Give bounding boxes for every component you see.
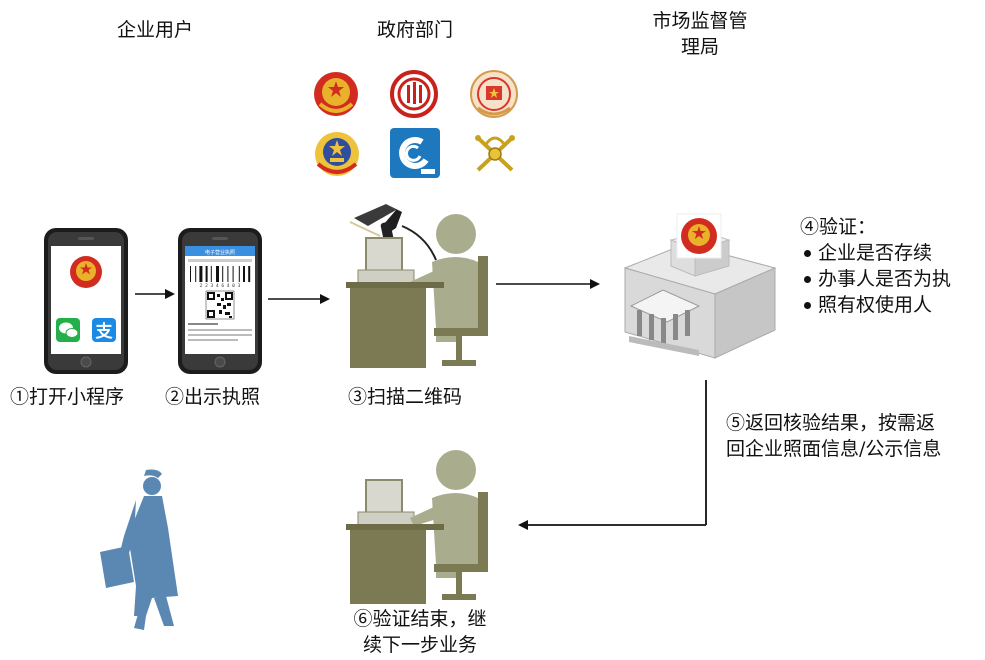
- verify-checklist: 企业是否存续 办事人是否为执 照有权使用人: [802, 240, 951, 318]
- monitor: [357, 479, 415, 527]
- wechat-icon: [56, 318, 80, 342]
- desk: [346, 282, 444, 368]
- code-digits: 2 2 3 4 6 4 0 3: [200, 283, 241, 289]
- arrow-right-icon: [496, 279, 600, 289]
- alipay-icon: 支: [92, 318, 116, 342]
- woman-figure-icon: [100, 469, 178, 630]
- government-header: 政府部门: [376, 19, 453, 41]
- emblem-icon: [70, 256, 102, 288]
- arrow-left-icon: [518, 380, 707, 530]
- verify-title: ④验证：: [800, 216, 877, 238]
- qr-code-icon: [205, 290, 235, 320]
- emblem-icon: [681, 218, 717, 254]
- chair: [434, 492, 488, 600]
- monitor: [357, 237, 415, 285]
- chair: [434, 256, 488, 366]
- desk: [346, 524, 444, 604]
- step5-label-line1: ⑤返回核验结果，按需返: [726, 412, 936, 434]
- workstation: [346, 450, 488, 604]
- party-emblem-icon: [470, 70, 518, 118]
- market-bureau-header-line1: 市场监督管: [652, 10, 748, 32]
- svg-text:支: 支: [96, 321, 114, 342]
- scanner-workstation: [346, 204, 488, 368]
- tax-bureau-icon: [390, 70, 438, 118]
- person: [410, 450, 484, 578]
- barcode-icon: [190, 266, 251, 282]
- arrow-right-icon: [135, 289, 175, 299]
- step6-label-line1: ⑥验证结束，继: [353, 608, 487, 630]
- verify-item-authorized: 办事人是否为执: [802, 266, 951, 292]
- verify-item-authorized-cont: 照有权使用人: [802, 292, 951, 318]
- step3-label: ③扫描二维码: [348, 386, 463, 408]
- step1-label: ①打开小程序: [10, 386, 125, 408]
- verify-item-survival: 企业是否存续: [802, 240, 951, 266]
- phone-miniprogram: 支: [44, 228, 128, 374]
- market-bureau-header-line2: 理局: [680, 36, 719, 58]
- step6-label-line2: 续下一步业务: [362, 634, 477, 656]
- customs-icon: [475, 135, 515, 172]
- enterprise-header: 企业用户: [116, 19, 193, 41]
- phone-license: 电子营业执照 2 2 3 4 6 4 0 3: [178, 228, 262, 374]
- arrow-right-icon: [268, 294, 330, 304]
- step2-label: ②出示执照: [165, 386, 261, 408]
- step5-label-line2: 回企业照面信息/公示信息: [726, 438, 942, 460]
- emblem-icon: [314, 72, 358, 116]
- court-emblem-icon: [315, 132, 359, 176]
- building-icon: [623, 213, 777, 359]
- swirl-bureau-icon: [390, 128, 440, 178]
- app-title: 电子营业执照: [205, 249, 235, 256]
